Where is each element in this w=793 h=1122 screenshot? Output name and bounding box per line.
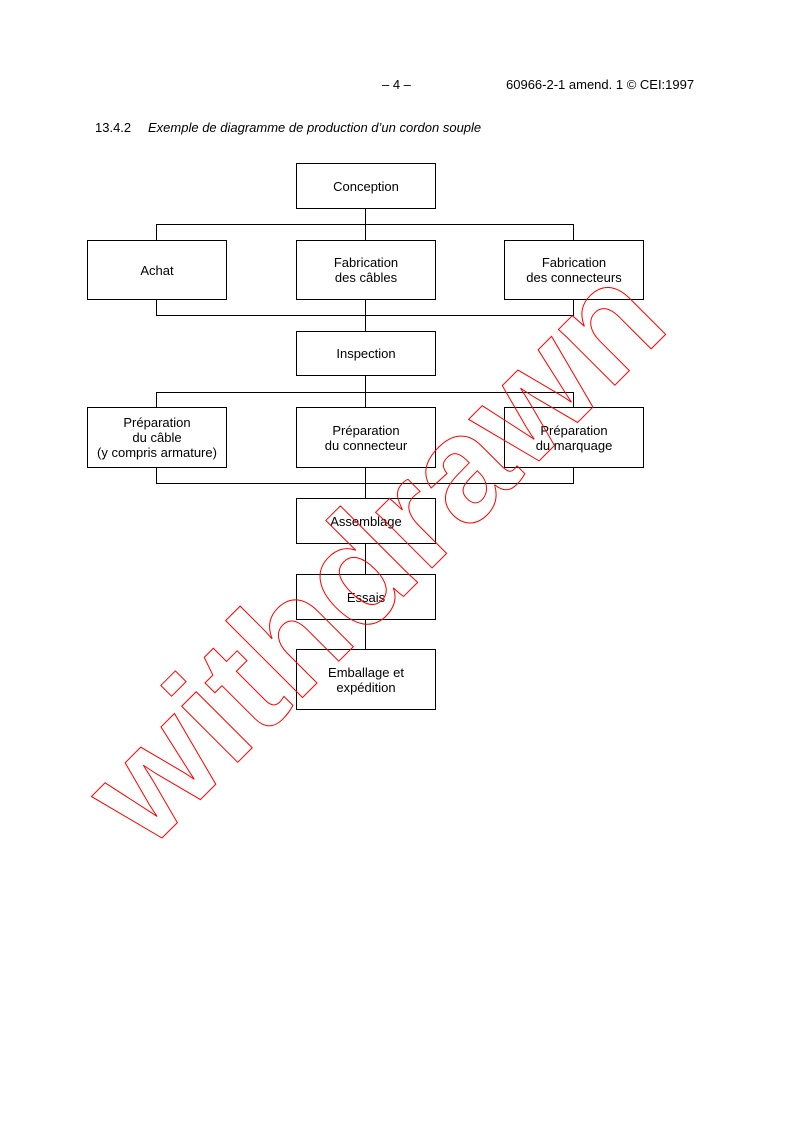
box-label: Achat [140,262,174,278]
box-assemblage: Assemblage [296,498,436,544]
box-preparation-cable: Préparation du câble (y compris armature… [87,407,227,468]
box-preparation-connecteur: Préparation du connecteur [296,407,436,468]
box-label: Conception [333,178,399,194]
watermark-text: withdrawn [51,232,695,876]
box-label: Fabrication des câbles [333,255,399,285]
connector [156,315,574,316]
connector [156,467,157,483]
box-conception: Conception [296,163,436,209]
connector [156,483,574,484]
box-inspection: Inspection [296,331,436,376]
box-essais: Essais [296,574,436,620]
connector [156,392,157,407]
box-fabrication-connecteurs: Fabrication des connecteurs [504,240,644,300]
box-label: Fabrication des connecteurs [526,255,622,285]
box-label: Préparation du connecteur [324,422,408,453]
box-label: Essais [346,589,386,605]
connector [573,299,574,315]
connector [365,208,366,224]
document-reference: 60966-2-1 amend. 1 © CEI:1997 [506,77,695,92]
connector [365,375,366,392]
box-label: Inspection [336,346,396,361]
connector [365,619,366,649]
connector [365,467,366,498]
box-label: Préparation du marquage [535,422,613,453]
box-emballage: Emballage et expédition [296,649,436,710]
connector [365,543,366,574]
box-label: Préparation du câble (y compris armature… [97,415,217,460]
section-title: Exemple de diagramme de production d’un … [148,120,482,135]
connector [365,392,366,407]
connector [156,224,157,240]
connector [156,299,157,315]
section-number: 13.4.2 [95,120,132,135]
connector [573,392,574,407]
box-label: Assemblage [330,513,402,529]
page-number: – 4 – [382,77,411,92]
box-preparation-marquage: Préparation du marquage [504,407,644,468]
box-fabrication-cables: Fabrication des câbles [296,240,436,300]
box-label: Emballage et expédition [328,664,404,695]
connector [573,224,574,240]
connector [365,224,366,240]
connector [573,467,574,483]
box-achat: Achat [87,240,227,300]
